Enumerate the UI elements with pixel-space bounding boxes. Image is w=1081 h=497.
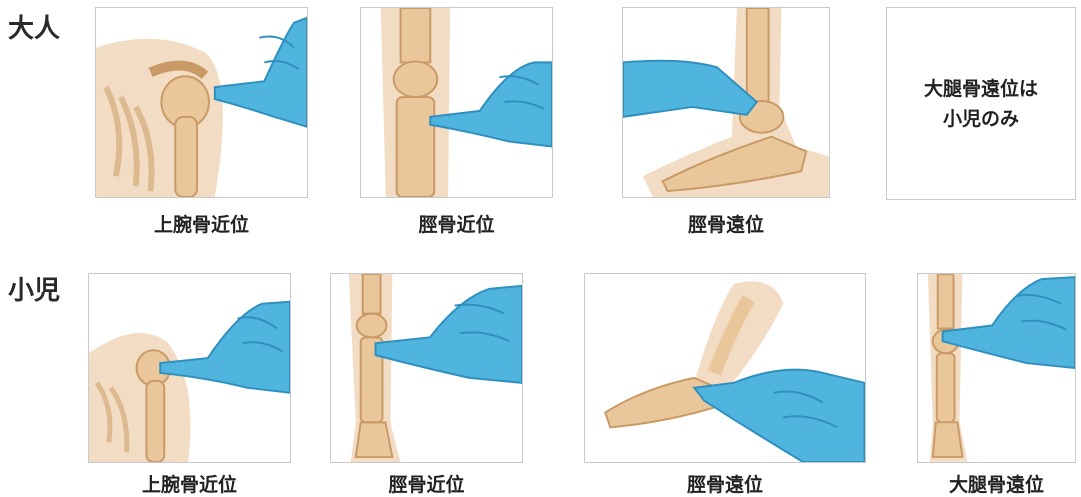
adult-distal-tibia-illustration [622,7,830,198]
shoulder-humerus-icon [96,8,307,197]
caption-adult-distal-tibia: 脛骨遠位 [622,210,830,237]
adult-proximal-humerus-illustration [95,7,308,198]
ankle-tibia-icon [623,8,829,197]
child-distal-femur-illustration [917,273,1076,463]
caption-child-distal-tibia: 脛骨遠位 [584,470,866,497]
adult-proximal-tibia-illustration [360,7,553,198]
row-label-adult: 大人 [8,8,60,45]
distal-femur-note: 大腿骨遠位は 小児のみ [886,7,1076,200]
child-distal-tibia-illustration [584,273,866,463]
knee-tibia-icon [331,274,522,462]
note-line-2: 小児のみ [943,104,1019,134]
caption-child-proximal-tibia: 脛骨近位 [330,470,523,497]
child-proximal-tibia-illustration [330,273,523,463]
row-label-child: 小児 [8,270,60,307]
distal-femur-icon [918,274,1075,462]
caption-adult-proximal-humerus: 上腕骨近位 [95,210,308,237]
shoulder-humerus-icon [89,274,290,462]
caption-child-proximal-humerus: 上腕骨近位 [88,470,291,497]
child-proximal-humerus-illustration [88,273,291,463]
ankle-tibia-icon [585,274,865,462]
note-line-1: 大腿骨遠位は [924,74,1038,104]
knee-tibia-icon [361,8,552,197]
caption-adult-proximal-tibia: 脛骨近位 [360,210,553,237]
caption-child-distal-femur: 大腿骨遠位 [917,470,1076,497]
